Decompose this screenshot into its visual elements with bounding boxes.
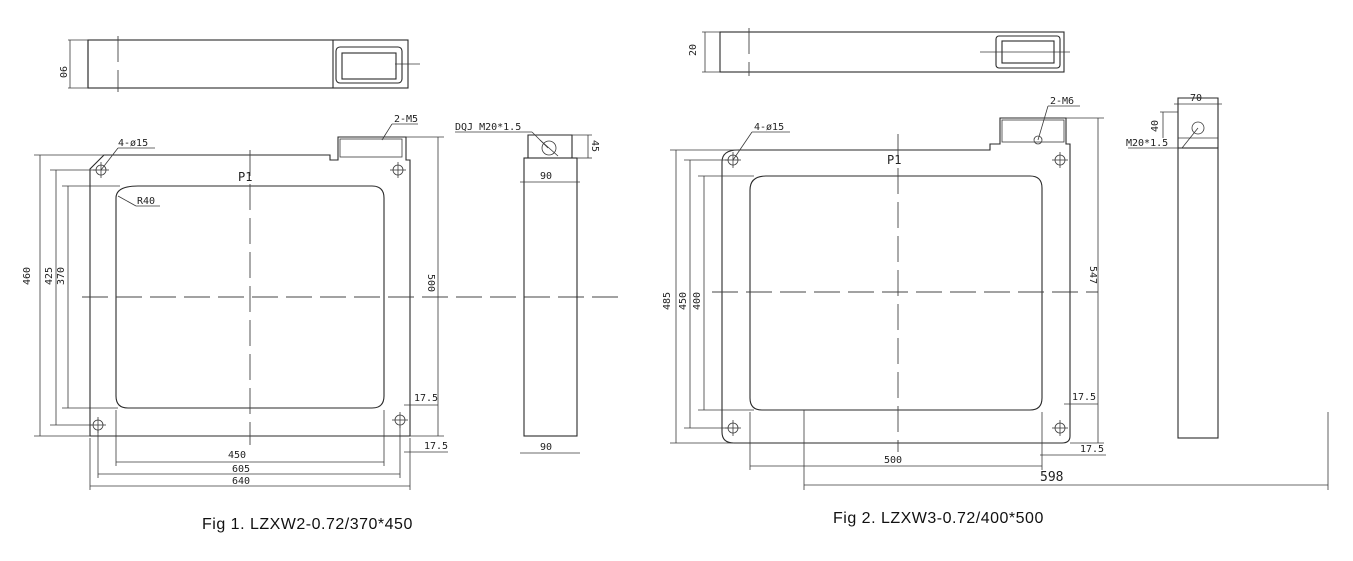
- fig2-hole-label: 4-ø15: [754, 122, 784, 133]
- fig2-top-view: 20: [688, 28, 1070, 76]
- fig1-h-outer: 460: [22, 267, 33, 285]
- fig1-flange-label: 45: [589, 140, 600, 152]
- fig2-h-mid: 450: [678, 292, 689, 310]
- fig1-front-view: 4-ø15 R40 2-M5 P1 460 425 370: [22, 114, 618, 490]
- fig1-part-label: P1: [238, 170, 252, 184]
- fig2-part-label: P1: [887, 153, 901, 167]
- fig1-thread-label: 2-M5: [394, 114, 418, 125]
- fig2-top-height: 20: [688, 44, 699, 56]
- figure-1: 90 4-ø15 R4: [22, 36, 618, 490]
- fig2-h-outer: 485: [662, 292, 673, 310]
- fig2-side-view: 70 40 M20*1.5: [1126, 93, 1222, 439]
- fig1-h-mid: 425: [44, 267, 55, 285]
- fig2-front-view: 4-ø15 2-M6 P1 485 450 400 547: [662, 96, 1329, 490]
- fig1-w-inner: 450: [228, 450, 246, 461]
- fig1-caption: Fig 1. LZXW2-0.72/370*450: [202, 516, 413, 533]
- fig1-hole-label: 4-ø15: [118, 138, 148, 149]
- fig2-h-inner: 400: [692, 292, 703, 310]
- fig1-side-view: 90 90 DQJ M20*1.5 45: [455, 122, 600, 454]
- fig2-edge-top: 17.5: [1072, 392, 1096, 403]
- fig1-h-right: 500: [425, 274, 436, 292]
- fig2-w-overall: 598: [1040, 470, 1063, 485]
- fig2-edge-bottom: 17.5: [1080, 444, 1104, 455]
- fig2-caption: Fig 2. LZXW3-0.72/400*500: [833, 510, 1044, 527]
- fig1-top-height: 90: [57, 66, 68, 78]
- fig2-connector-label: M20*1.5: [1126, 138, 1168, 149]
- fig1-side-width-top: 90: [540, 171, 552, 182]
- fig1-edge-bottom: 17.5: [424, 441, 448, 452]
- fig1-top-view: 90: [57, 36, 420, 92]
- fig1-h-inner: 370: [56, 267, 67, 285]
- fig1-radius-label: R40: [137, 196, 155, 207]
- fig1-w-outer: 640: [232, 476, 250, 487]
- fig2-thread-label: 2-M6: [1050, 96, 1074, 107]
- fig1-side-width-bottom: 90: [540, 442, 552, 453]
- fig2-side-width: 70: [1190, 93, 1202, 104]
- fig2-w-inner: 500: [884, 455, 902, 466]
- fig2-h-right: 547: [1087, 266, 1098, 284]
- fig1-connector-label: DQJ M20*1.5: [455, 122, 521, 133]
- fig2-flange-label: 40: [1150, 120, 1161, 132]
- fig1-edge-top: 17.5: [414, 393, 438, 404]
- figure-2: 20 4-ø15: [662, 28, 1329, 490]
- fig1-w-mid: 605: [232, 464, 250, 475]
